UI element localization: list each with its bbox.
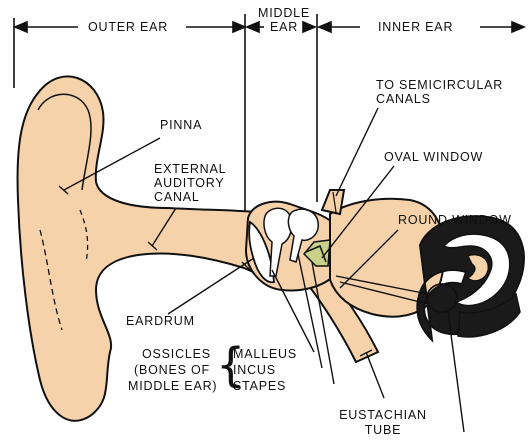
eustachian-label-line1: EUSTACHIAN <box>338 408 428 422</box>
incus-label: INCUS <box>233 363 276 377</box>
external-canal-label-line1: EXTERNAL <box>154 162 226 176</box>
pinna-label: PINNA <box>160 118 202 132</box>
semicircular-pointer <box>336 108 378 196</box>
oval-window-label: OVAL WINDOW <box>384 150 483 164</box>
semicircular-label-line1: TO SEMICIRCULAR <box>376 78 503 92</box>
eustachian-pointer <box>366 352 384 398</box>
inner-ear-arrow-left <box>319 22 331 32</box>
inner-ear-arrow-right <box>512 22 524 32</box>
semicircular-label-line2: CANALS <box>376 92 431 106</box>
stapes-label: STAPES <box>233 379 286 393</box>
eardrum-pointer <box>168 258 254 314</box>
ossicles-label-line3: MIDDLE EAR) <box>128 379 217 393</box>
external-canal-label-line3: CANAL <box>154 190 200 204</box>
outer-ear-arrow-right <box>233 22 245 32</box>
malleus-label: MALLEUS <box>233 347 297 361</box>
ossicles-label-line2: (BONES OF <box>134 363 210 377</box>
round-window-label: ROUND WINDOW <box>398 213 512 227</box>
ossicles-label-line1: OSSICLES <box>142 347 211 361</box>
outer-ear-label: OUTER EAR <box>88 20 168 34</box>
external-canal-label-line2: AUDITORY <box>154 176 225 190</box>
outer-ear-arrow-left <box>15 22 27 32</box>
inner-ear-label: INNER EAR <box>378 20 453 34</box>
eardrum-label: EARDRUM <box>126 314 195 328</box>
middle-ear-label-line2: EAR <box>258 20 310 34</box>
eustachian-label-line2: TUBE <box>338 423 428 437</box>
middle-ear-label-line1: MIDDLE <box>258 6 310 20</box>
